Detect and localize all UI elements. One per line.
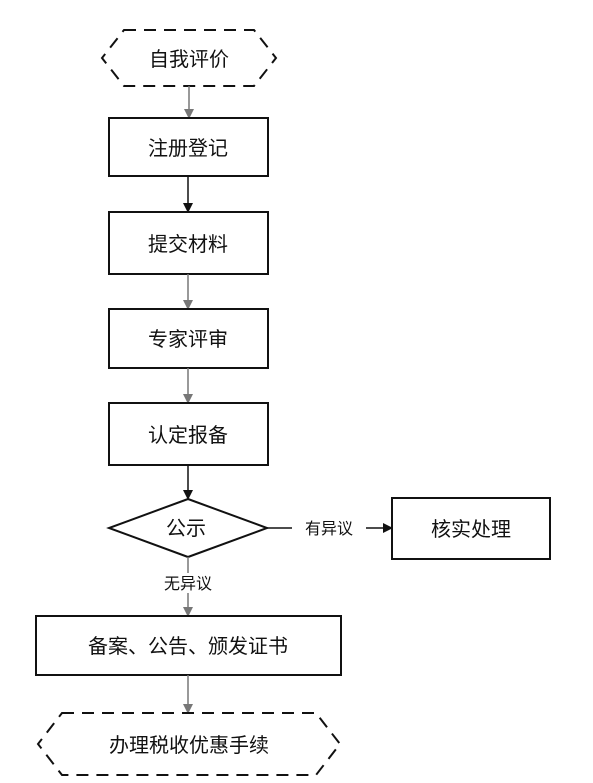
process-box — [108, 117, 269, 177]
node-label-record-announce-certify: 备案、公告、颁发证书 — [88, 634, 288, 658]
process-box — [391, 497, 551, 560]
process-box — [108, 402, 269, 466]
node-label-verification: 核实处理 — [431, 517, 511, 541]
node-label-registration: 注册登记 — [148, 136, 228, 160]
end-terminator-shape — [36, 712, 342, 776]
process-node-registration: 注册登记 — [108, 117, 269, 177]
decision-node-publicity: 公示 — [106, 497, 270, 559]
node-label-tax-incentive: 办理税收优惠手续 — [109, 733, 269, 757]
process-node-record-announce-certify: 备案、公告、颁发证书 — [35, 615, 342, 676]
end-node-tax-incentive: 办理税收优惠手续 — [36, 712, 342, 776]
node-label-expert-review: 专家评审 — [148, 327, 228, 351]
node-label-self-assessment: 自我评价 — [149, 47, 229, 71]
process-node-expert-review: 专家评审 — [108, 308, 269, 369]
edge-label-objection: 有异议 — [305, 519, 353, 538]
process-node-submit-materials: 提交材料 — [108, 211, 269, 275]
process-box — [108, 211, 269, 275]
node-label-certification-filing: 认定报备 — [148, 423, 228, 447]
start-terminator-shape — [100, 29, 278, 87]
edge-label-bg — [292, 516, 366, 538]
process-box — [35, 615, 342, 676]
process-node-verification: 核实处理 — [391, 497, 551, 560]
start-node-self-assessment: 自我评价 — [100, 29, 278, 87]
node-label-submit-materials: 提交材料 — [148, 232, 228, 256]
edge-label-bg — [150, 573, 226, 593]
process-node-certification-filing: 认定报备 — [108, 402, 269, 466]
process-box — [108, 308, 269, 369]
edge-label-no-objection: 无异议 — [164, 574, 212, 593]
node-label-publicity: 公示 — [166, 516, 206, 540]
